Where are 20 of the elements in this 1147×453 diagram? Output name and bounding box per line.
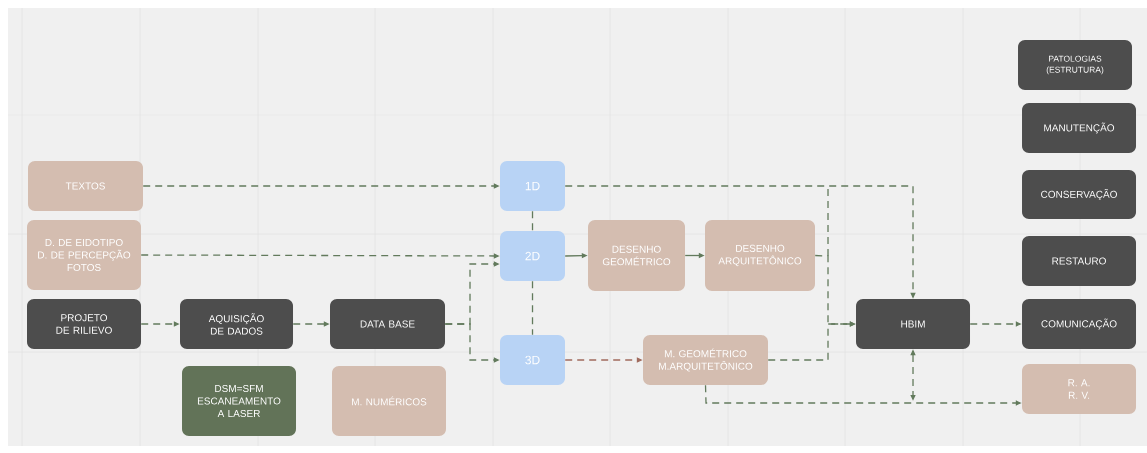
process-box: PROJETO DE RILIEVO	[27, 299, 141, 349]
process-box: COMUNICAÇÃO	[1022, 299, 1136, 349]
dimension-box: 2D	[500, 231, 565, 281]
process-box: PATOLOGIAS (ESTRUTURA)	[1018, 40, 1132, 90]
process-box: DESENHO GEOMÉTRICO	[588, 220, 685, 291]
process-box: DESENHO ARQUITETÔNICO	[705, 220, 815, 291]
dimension-box: 1D	[500, 161, 565, 211]
process-box: HBIM	[856, 299, 970, 349]
process-box: CONSERVAÇÃO	[1022, 170, 1136, 219]
process-box: MANUTENÇÃO	[1022, 103, 1136, 153]
process-box: D. DE EIDOTIPO D. DE PERCEPÇÃO FOTOS	[27, 220, 141, 290]
process-box: TEXTOS	[28, 161, 143, 211]
process-box: M. GEOMÉTRICO M.ARQUITETÔNICO	[643, 335, 768, 385]
process-box: RESTAURO	[1022, 236, 1136, 286]
method-box: DSM=SFM ESCANEAMENTO A LASER	[182, 366, 296, 436]
process-box: M. NUMÉRICOS	[332, 366, 446, 436]
process-box: AQUISIÇÃO DE DADOS	[180, 299, 293, 349]
process-box: R. A. R. V.	[1022, 364, 1136, 414]
process-box: DATA BASE	[330, 299, 445, 349]
dimension-box: 3D	[500, 335, 565, 385]
